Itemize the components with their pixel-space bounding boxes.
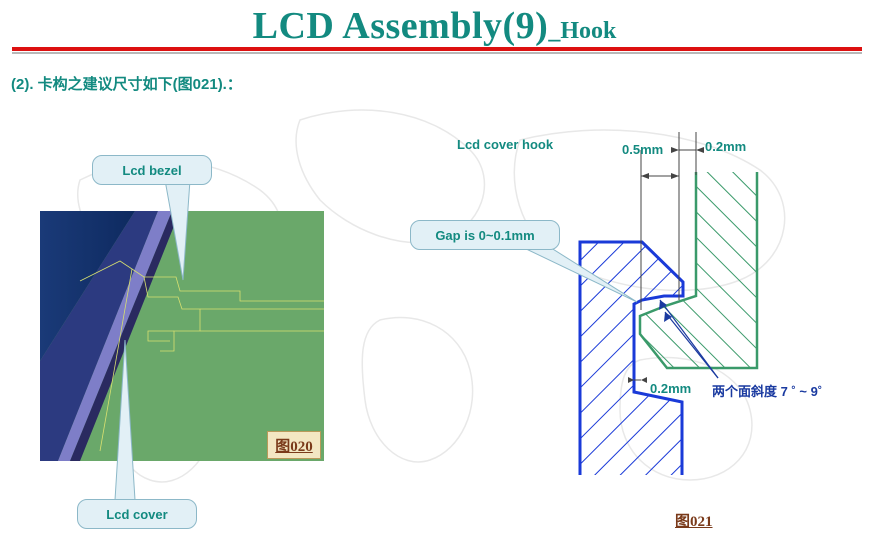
figure-020-label-box: 图020 [267,431,321,459]
figure-021-label: 图021 [675,514,713,530]
callout-bezel-text: Lcd bezel [122,162,182,178]
slope-angle-label: 两个面斜度 7 ˚ ~ 9˚ [712,384,823,399]
figure-020-image [40,211,324,461]
title-main: LCD Assembly(9) [252,5,549,47]
callout-gap: Gap is 0~0.1mm [410,220,560,250]
title-underline-shadow [12,52,862,54]
dimension-0-2mm-bottom: 0.2mm [650,381,692,396]
title-underline [12,47,862,51]
title-suffix: _Hook [548,18,617,44]
figure-020-label: 图020 [275,438,313,455]
dimension-0-5mm: 0.5mm [622,142,664,157]
callout-bezel: Lcd bezel [92,155,212,185]
callout-cover-text: Lcd cover [106,506,168,522]
dimension-0-2mm-top: 0.2mm [705,139,747,154]
page-title: LCD Assembly(9)_Hook [0,4,869,48]
hook-label: Lcd cover hook [457,137,554,152]
section-subtitle: (2). 卡构之建议尺寸如下(图021).： [11,76,242,93]
callout-cover: Lcd cover [77,499,197,529]
callout-gap-text: Gap is 0~0.1mm [435,227,535,243]
